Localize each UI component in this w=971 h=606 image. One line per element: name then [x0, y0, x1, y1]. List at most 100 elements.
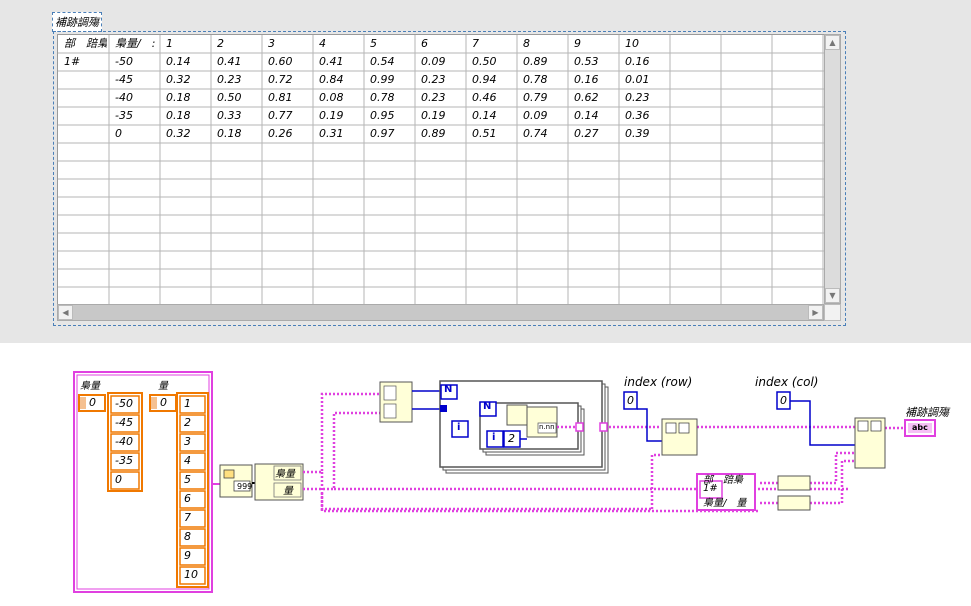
- array2-element[interactable]: 5: [184, 473, 191, 486]
- array2-index-spinner-icon[interactable]: [151, 397, 157, 409]
- table-header-cell[interactable]: 4: [319, 37, 326, 50]
- array2-element[interactable]: 4: [184, 454, 191, 467]
- table-cell[interactable]: 0.33: [217, 109, 242, 122]
- table-cell[interactable]: 0.23: [421, 91, 446, 104]
- array1-element[interactable]: -40: [115, 435, 133, 448]
- precision-constant[interactable]: 2: [508, 432, 515, 445]
- table-cell[interactable]: 0.08: [319, 91, 344, 104]
- table-cell[interactable]: 0.89: [523, 55, 548, 68]
- table-header-cell[interactable]: 部 踣梟: [64, 37, 107, 50]
- table-cell[interactable]: 0.14: [166, 55, 191, 68]
- index-row-constant-box[interactable]: [623, 391, 638, 410]
- table-cell[interactable]: 0.18: [217, 127, 242, 140]
- table-header-cell[interactable]: 7: [472, 37, 479, 50]
- array1-element[interactable]: -50: [115, 397, 133, 410]
- table-cell[interactable]: 0.78: [523, 73, 548, 86]
- table-header-cell[interactable]: 10: [625, 37, 639, 50]
- table-cell[interactable]: -35: [115, 109, 133, 122]
- build-array-node-1[interactable]: [777, 475, 811, 491]
- table-cell[interactable]: 0.81: [268, 91, 293, 104]
- table-cell[interactable]: 0.77: [268, 109, 293, 122]
- array2-element[interactable]: 10: [184, 568, 198, 581]
- array2-element[interactable]: 1: [184, 397, 191, 410]
- array1-index-spinner-icon[interactable]: [80, 397, 86, 409]
- scroll-up-icon[interactable]: ▲: [825, 35, 840, 50]
- table-cell[interactable]: 0.99: [370, 73, 395, 86]
- table-cell[interactable]: 0.84: [319, 73, 344, 86]
- table-cell[interactable]: 0.18: [166, 91, 191, 104]
- table-cell[interactable]: 0.31: [319, 127, 344, 140]
- index-row-value[interactable]: 0: [627, 394, 634, 407]
- array1-element[interactable]: 0: [115, 473, 122, 486]
- table-cell[interactable]: 0.23: [217, 73, 242, 86]
- table-cell[interactable]: 0.18: [166, 109, 191, 122]
- table-header-cell[interactable]: 3: [268, 37, 275, 50]
- table-cell[interactable]: 0.16: [574, 73, 599, 86]
- table-vertical-scrollbar[interactable]: ▲ ▼: [824, 34, 841, 304]
- array1-element[interactable]: -35: [115, 454, 133, 467]
- table-cell[interactable]: 0.95: [370, 109, 395, 122]
- table-cell[interactable]: 0.62: [574, 91, 599, 104]
- table-cell[interactable]: 0.26: [268, 127, 293, 140]
- table-cell[interactable]: 0.01: [625, 73, 650, 86]
- table-horizontal-scrollbar[interactable]: ◀ ▶: [57, 304, 824, 321]
- table-cell[interactable]: 0.72: [268, 73, 293, 86]
- table-cell[interactable]: 0: [115, 127, 122, 140]
- array2-element[interactable]: 3: [184, 435, 191, 448]
- table-cell[interactable]: -50: [115, 55, 133, 68]
- table-header-cell[interactable]: 5: [370, 37, 377, 50]
- index-col-constant-box[interactable]: [776, 391, 791, 410]
- array2-element[interactable]: 7: [184, 511, 191, 524]
- table-cell[interactable]: 0.41: [217, 55, 242, 68]
- array2-index[interactable]: 0: [160, 396, 167, 409]
- table-header-cell[interactable]: 梟量/ :: [115, 37, 156, 50]
- scroll-down-icon[interactable]: ▼: [825, 288, 840, 303]
- array2-element[interactable]: 8: [184, 530, 191, 543]
- table-header-cell[interactable]: 9: [574, 37, 581, 50]
- table-cell[interactable]: 0.19: [421, 109, 446, 122]
- build-array-node-2[interactable]: [777, 495, 811, 511]
- table-cell[interactable]: 0.09: [421, 55, 446, 68]
- scroll-left-icon[interactable]: ◀: [58, 305, 73, 320]
- table-cell[interactable]: 0.23: [625, 91, 650, 104]
- table-cell[interactable]: 0.23: [421, 73, 446, 86]
- array2-element[interactable]: 2: [184, 416, 191, 429]
- table-cell[interactable]: 0.46: [472, 91, 497, 104]
- table-cell[interactable]: 0.51: [472, 127, 497, 140]
- index-col-value[interactable]: 0: [780, 394, 787, 407]
- table-cell[interactable]: 0.97: [370, 127, 395, 140]
- table-cell[interactable]: -40: [115, 91, 133, 104]
- table-cell[interactable]: 1#: [64, 55, 81, 68]
- inner-loop-count-terminal[interactable]: [479, 401, 497, 417]
- table-cell[interactable]: 0.74: [523, 127, 548, 140]
- table-cell[interactable]: 0.78: [370, 91, 395, 104]
- table-cell[interactable]: 0.79: [523, 91, 548, 104]
- table-header-cell[interactable]: 1: [166, 37, 173, 50]
- table-cell[interactable]: 0.54: [370, 55, 395, 68]
- index-array-node[interactable]: [506, 404, 528, 426]
- table-cell[interactable]: 0.32: [166, 73, 191, 86]
- table-cell[interactable]: -45: [115, 73, 133, 86]
- table-cell[interactable]: 0.89: [421, 127, 446, 140]
- table-cell[interactable]: 0.27: [574, 127, 599, 140]
- table-cell[interactable]: 0.14: [574, 109, 599, 122]
- array1-element[interactable]: -45: [115, 416, 133, 429]
- table-header-cell[interactable]: 8: [523, 37, 530, 50]
- table-cell[interactable]: 0.94: [472, 73, 497, 86]
- array1-index[interactable]: 0: [89, 396, 96, 409]
- table-cell[interactable]: 0.14: [472, 109, 497, 122]
- table-header-cell[interactable]: 2: [217, 37, 224, 50]
- table-cell[interactable]: 0.53: [574, 55, 599, 68]
- table-cell[interactable]: 0.50: [472, 55, 497, 68]
- table-cell[interactable]: 0.09: [523, 109, 548, 122]
- string-wires[interactable]: [303, 392, 905, 513]
- outer-loop-count-terminal[interactable]: [440, 384, 458, 400]
- table-cell[interactable]: 0.39: [625, 127, 650, 140]
- table-cell[interactable]: 0.50: [217, 91, 242, 104]
- table-cell[interactable]: 0.16: [625, 55, 650, 68]
- scroll-right-icon[interactable]: ▶: [808, 305, 823, 320]
- table-cell[interactable]: 0.36: [625, 109, 650, 122]
- array2-element[interactable]: 9: [184, 549, 191, 562]
- table-cell[interactable]: 0.60: [268, 55, 293, 68]
